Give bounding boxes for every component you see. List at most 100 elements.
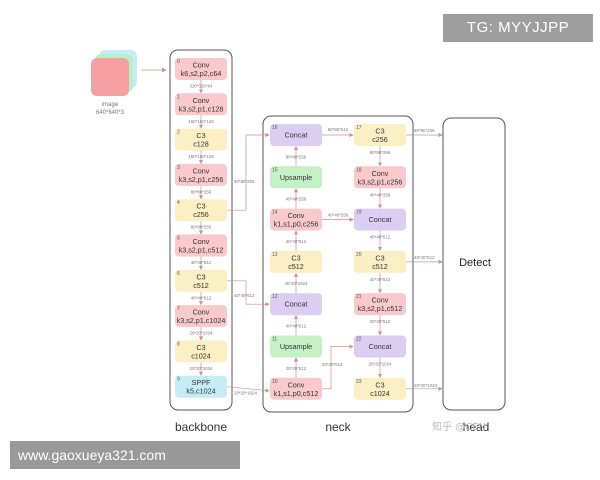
backbone-block-params: c1024 [191,351,211,360]
neck_left-block-title: Upsample [280,342,312,351]
neck_right-block-params: c512 [372,262,388,271]
backbone-dim-label: 160*160*128 [188,119,214,124]
zhihu-watermark: 知乎 @CEN [432,422,486,433]
backbone-block-bg [175,199,227,222]
backbone-block-index: 4 [177,200,180,206]
neck_right-block-index: 17 [356,125,362,131]
neck_right-block-title: C3 [375,380,384,389]
neck_right-block-title: C3 [375,127,384,136]
neck_left-block-params: k1,s1,p0,c512 [274,389,319,398]
backbone-dim-label: 80*80*256 [191,225,212,230]
backbone-block-title: SPPF [192,378,211,387]
backbone-block-params: k3,s2,p1,c256 [179,175,224,184]
neck-right-dim-label: 40*40*512 [370,235,391,240]
edge-label: 40*40*512 [234,293,255,298]
backbone-to-neck-arrow [227,132,270,211]
backbone-block-bg [175,375,227,398]
neck-left-dim-label: 40*40*512 [286,324,307,329]
edge-label: 80*80*512 [328,127,349,132]
neck_left-block-params: k1,s1,p0,c256 [274,220,319,229]
input-image-icon [91,50,137,96]
top-watermark: TG: MYYJJPP [443,14,593,42]
neck_right-block-index: 23 [356,379,362,385]
neck_right-block-bg [354,377,406,400]
backbone-block-params: c256 [193,210,209,219]
neck_left-block-params: c512 [288,262,304,271]
edge-label: 20*20*512 [322,362,343,367]
backbone-block-params: k6,s2,p2,c64 [181,69,222,78]
backbone-block-bg [175,269,227,292]
neck-left-dim-label: 20*20*512 [286,366,307,371]
backbone-block-title: Conv [193,96,210,105]
neck_right-block-index: 22 [356,337,362,343]
neck_left-block-index: 12 [272,294,278,300]
neck_right-block-bg [354,293,406,316]
backbone-dim-label: 160*160*128 [188,154,214,159]
backbone-dim-label: 40*40*512 [191,295,212,300]
backbone-to-neck-arrow [227,280,270,307]
backbone-block-bg [175,128,227,151]
neck_right-block-bg [354,124,406,146]
edge-label: 40*40*256 [328,213,349,218]
neck_left-block-index: 11 [272,337,277,343]
neck-cross-arrow [322,344,354,390]
head-frame [442,117,506,411]
backbone-block-title: Conv [193,166,210,175]
neck_right-block-bg [354,250,406,273]
neck-right-dim-label: 20*20*1024 [369,362,393,367]
backbone-to-neck-arrow [226,386,270,393]
backbone-block-title: C3 [196,343,205,352]
bottom-watermark: www.gaoxueya321.com [10,441,240,469]
backbone-block-title: C3 [196,272,205,281]
neck_right-block-title: Concat [369,342,392,351]
backbone-dim-label: 20*20*1024 [190,366,214,371]
neck_left-block-bg [270,124,322,146]
neck-left-dim-label: 40*40*256 [286,197,307,202]
neck_left-block-title: Conv [288,211,305,220]
neck_left-block-title: Upsample [280,173,312,182]
edge-label: 20*20*1024 [234,391,258,396]
backbone-frame [169,49,233,411]
backbone-block-title: Conv [193,61,210,70]
input-size-label: 640*640*3 [96,110,125,116]
neck_right-block-title: C3 [375,253,384,262]
neck_right-block-index: 20 [356,252,362,258]
input-label: image [102,102,119,108]
neck_right-block-params: c1024 [370,389,390,398]
neck_right-block-bg [354,335,406,358]
backbone-label: backbone [175,420,227,434]
neck-left-dim-label: 80*80*256 [286,154,307,159]
neck_right-block-bg [354,166,406,189]
neck_left-block-index: 13 [272,252,278,258]
neck-frame [262,115,414,413]
backbone-block-bg [175,93,227,116]
backbone-block-bg [175,163,227,186]
neck_left-block-index: 10 [272,379,278,385]
neck_left-block-title: Concat [285,131,308,140]
backbone-block-index: 3 [177,165,180,171]
backbone-dim-label: 320*320*64 [190,84,214,89]
neck_left-block-index: 15 [272,167,278,173]
neck_right-block-index: 21 [356,294,362,300]
backbone-block-bg [175,305,227,328]
neck-left-dim-label: 40*40*1024 [285,281,309,286]
neck_left-block-bg [270,335,322,358]
backbone-block-params: k3,s2,p1,c128 [179,104,224,113]
neck-right-dim-label: 40*40*512 [370,277,391,282]
backbone-block-params: k3,s2,p1,c1024 [177,316,226,325]
